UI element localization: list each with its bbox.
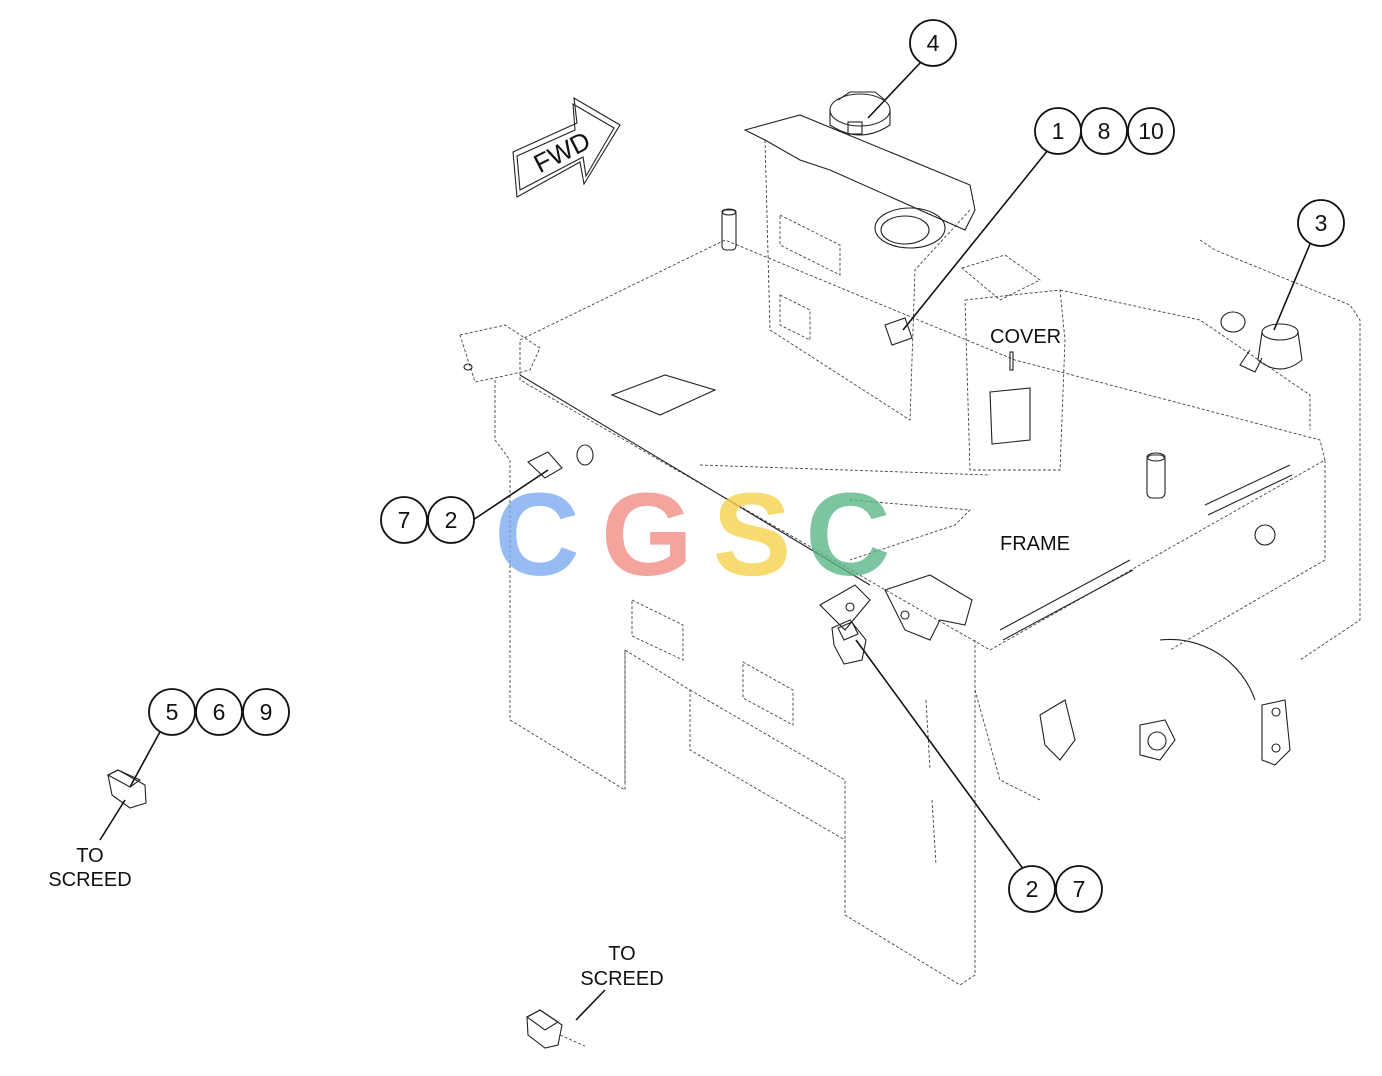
frame-label: FRAME xyxy=(1000,533,1070,555)
callout-2-left: 2 xyxy=(445,507,458,533)
callout-2-front: 2 xyxy=(1026,876,1039,902)
callout-6: 6 xyxy=(213,699,226,725)
callout-group-1-8-10: 1 8 10 xyxy=(1034,107,1175,155)
callout-7-left: 7 xyxy=(398,507,411,533)
sensor-component-front xyxy=(831,619,867,665)
leader-lines xyxy=(99,61,1311,1021)
frame-assembly xyxy=(459,114,1361,986)
to-screed-bottom-line1: TO xyxy=(608,943,635,965)
callout-1: 1 xyxy=(1052,118,1065,144)
callout-4: 4 xyxy=(909,19,957,67)
svg-text:3: 3 xyxy=(1315,210,1328,236)
watermark-letter-3: S xyxy=(713,469,792,601)
fwd-arrow: FWD xyxy=(512,96,621,198)
callout-10: 10 xyxy=(1138,118,1164,144)
callout-5: 5 xyxy=(166,699,179,725)
cgsc-watermark: C G S C xyxy=(494,469,890,601)
sensor-component-left xyxy=(527,451,563,479)
watermark-letter-1: C xyxy=(494,469,579,601)
callout-group-7-2-left: 7 2 xyxy=(380,496,475,544)
watermark-letter-2: G xyxy=(601,469,693,601)
callout-8: 8 xyxy=(1098,118,1111,144)
cover-label: COVER xyxy=(990,326,1061,348)
to-screed-left-line1: TO xyxy=(76,845,103,867)
breather-cap-component xyxy=(829,91,891,136)
cap-component-right xyxy=(1239,323,1303,373)
watermark-letter-4: C xyxy=(805,469,890,601)
to-screed-bottom-line2: SCREED xyxy=(580,968,663,990)
switch-component-1 xyxy=(884,317,913,346)
callout-3: 3 xyxy=(1297,199,1345,247)
connector-component-left xyxy=(106,769,147,809)
callout-group-2-7-front: 2 7 xyxy=(1008,865,1103,913)
connector-component-bottom xyxy=(525,1009,586,1049)
callout-group-5-6-9: 5 6 9 xyxy=(148,688,290,736)
callout-9: 9 xyxy=(260,699,273,725)
to-screed-left-line2: SCREED xyxy=(48,869,131,891)
callout-7-front: 7 xyxy=(1073,876,1086,902)
svg-text:4: 4 xyxy=(927,30,940,56)
